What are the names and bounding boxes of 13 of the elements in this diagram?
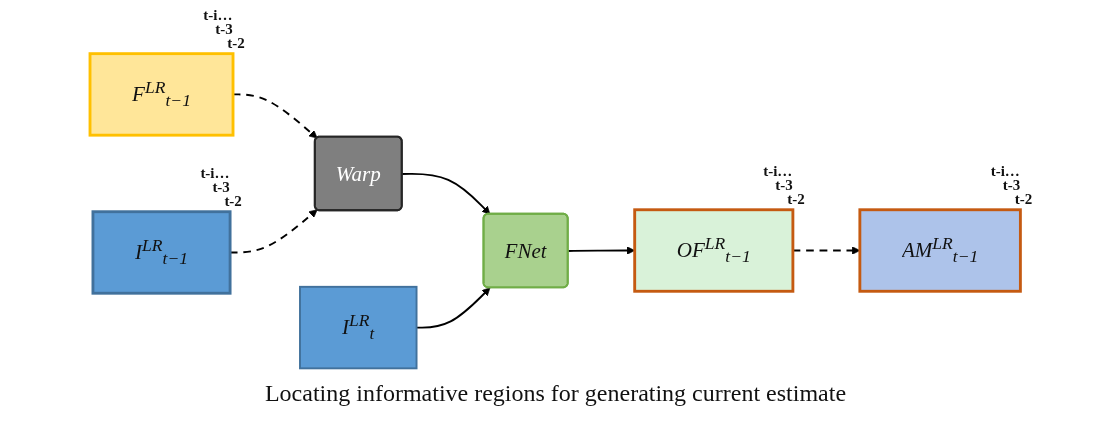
frame-label: t-i… [203,7,233,23]
frame-label: t-3 [212,179,230,195]
frame-label: t-3 [215,21,233,37]
frame-label: t-3 [775,177,793,193]
frame-label: t-2 [1014,191,1033,207]
frame-label: t-i… [200,165,230,181]
frame-label: t-3 [1002,177,1021,193]
frame-label: t-2 [227,35,245,51]
frame-label: t-i… [763,163,793,179]
frame-label: t-2 [787,191,805,207]
frame-label: t-i… [990,163,1020,179]
note-text: Locating informative regions for generating current estimate [264,380,847,407]
frame-label: t-2 [224,193,242,209]
